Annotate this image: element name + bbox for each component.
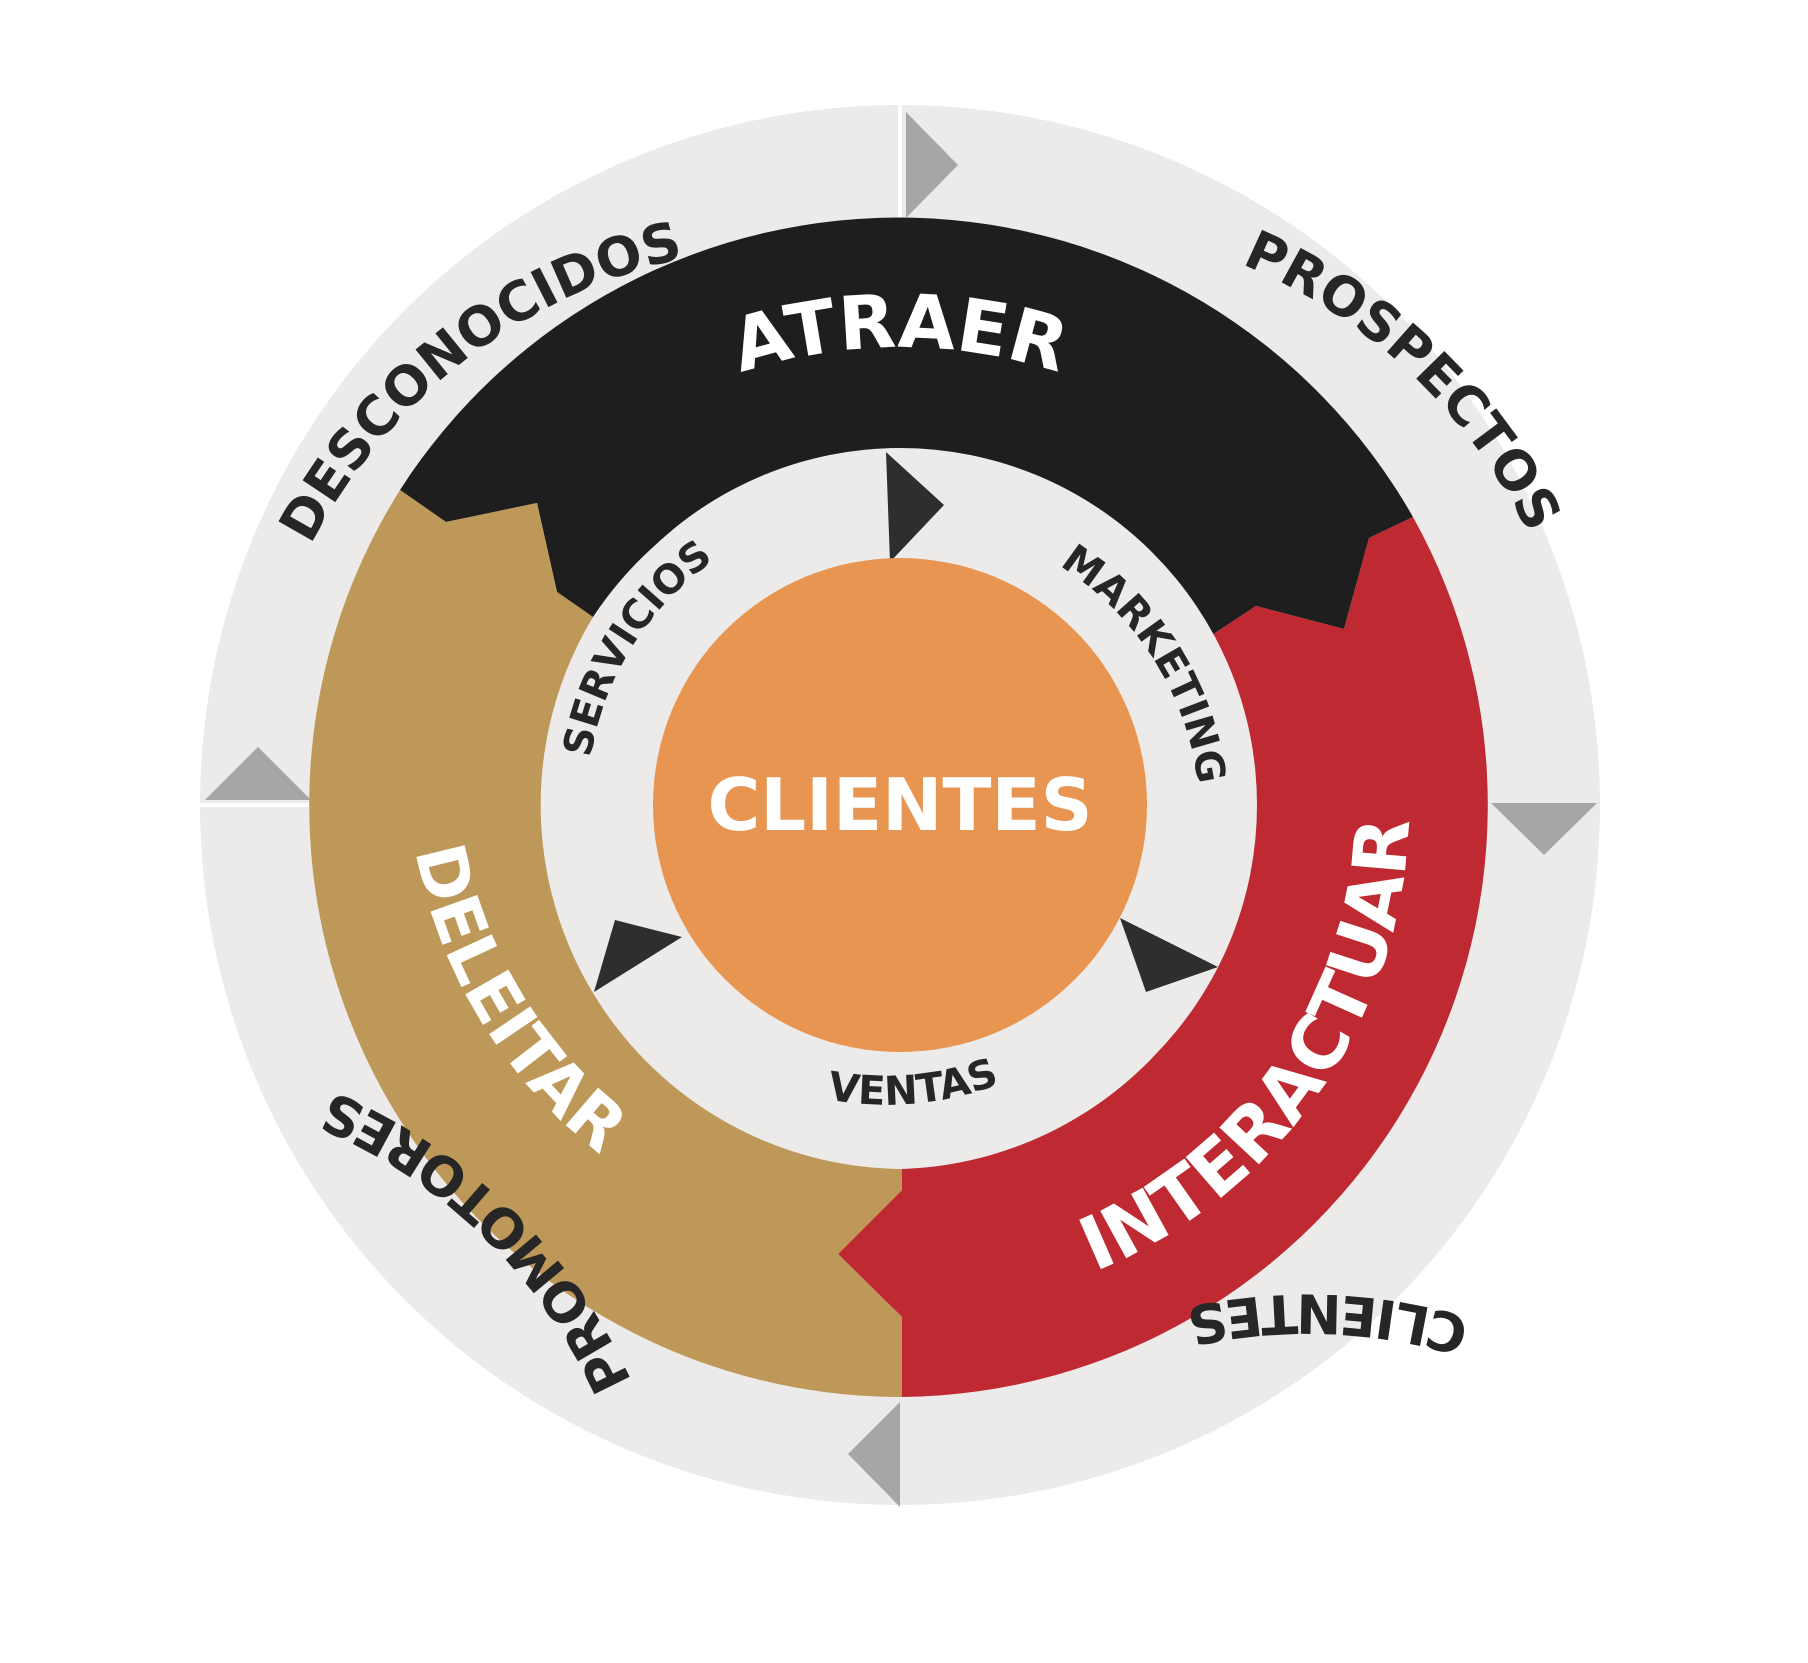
outer-arrow-bottom [848, 1402, 900, 1507]
attract-segment [400, 217, 1413, 635]
center-label: CLIENTES [707, 763, 1092, 847]
engage-segment [838, 517, 1488, 1397]
outer-arrows [205, 112, 1597, 1507]
inner-arrow-left [594, 920, 682, 992]
outer-ring-dividers [200, 105, 902, 807]
center-circle [653, 558, 1147, 1052]
delight-segment [309, 490, 902, 1398]
inner-arrow-right [1120, 918, 1218, 992]
inner-arrows [594, 452, 1218, 992]
outer-arrow-top [906, 112, 958, 218]
inner-arrow-top [886, 452, 944, 562]
outer-arrow-right [1491, 803, 1597, 855]
outer-arrow-left [205, 747, 311, 800]
